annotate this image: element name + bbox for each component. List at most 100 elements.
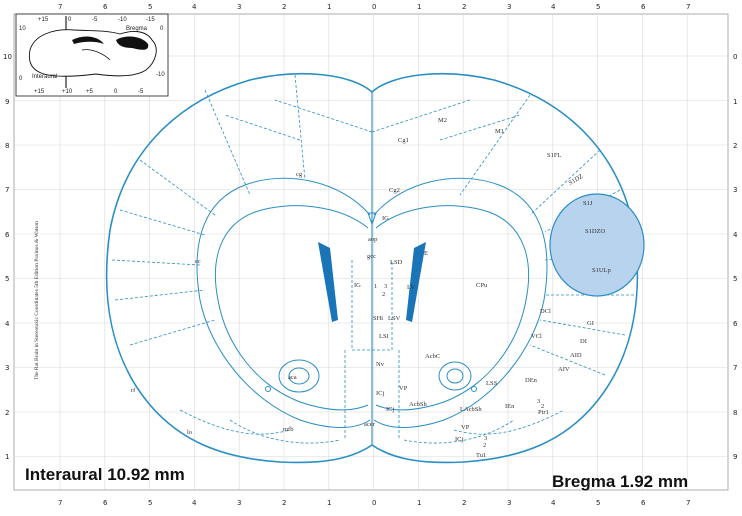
coronal-section [105,72,639,464]
inset-bottom-tick: +5 [86,89,94,95]
left-anterior-commissure [288,367,310,385]
region-label: ICj [455,436,464,443]
top-tick: 2 [282,3,286,11]
inset-corpus-callosum [72,36,104,44]
region-label: 1 [374,283,377,290]
region-label: aca [288,374,297,381]
region-label: DI [580,338,587,345]
subcortical-boundaries [179,260,565,444]
inset-left-tick: 0 [19,76,23,82]
top-tick: 7 [58,3,62,11]
region-label: Tu1 [476,452,486,459]
left-island [265,386,271,392]
region-label: ec [195,258,201,265]
region-label: IEn [505,403,515,410]
inset-cerebellum [116,36,149,50]
region-label: 3 [537,398,540,405]
top-tick: 1 [327,3,331,11]
top-tick: 5 [148,3,152,11]
inset-bottom-tick: -5 [138,89,144,95]
left-tick: 9 [5,98,9,106]
region-label: rf [131,387,136,394]
region-label: ICj [386,406,395,413]
sagittal-inset: +15 0 -5 -10 -15 +15 +10 +5 0 -5 10 0 0 … [15,13,169,97]
region-label: IG [382,215,389,222]
region-label: LSD [390,259,403,266]
top-tick: 4 [551,3,556,11]
right-anterior-commissure-ring [438,361,472,391]
right-tick: 8 [733,409,737,417]
inset-brain-outline [28,29,157,77]
region-label: VP [461,424,470,431]
right-tick: 4 [733,231,738,239]
bottom-tick: 2 [282,499,286,507]
highlighted-region [549,193,645,297]
top-tick: 1 [417,3,421,11]
region-label: S1DZ [568,173,585,187]
bottom-tick: 0 [372,499,376,507]
region-label: acer [364,421,376,428]
top-tick: 3 [507,3,511,11]
side-credit: The Rat Brain in Stereotaxic Coordinates… [34,221,40,380]
region-label: gcc [367,253,376,260]
region-label: LSV [388,315,401,322]
region-label: 2 [483,442,486,449]
region-label: M2 [438,117,447,124]
bottom-ticks: 7 6 5 4 3 2 1 0 1 2 3 4 5 6 7 [58,499,690,507]
inset-top-tick: -5 [92,17,98,23]
region-labels: M2 M1 Cg1 Cg2 S1FL S1DZ S1J S1DZO S1ULp … [131,117,611,459]
inset-right-tick: 0 [160,26,164,32]
left-ticks: 10 9 8 7 6 5 4 3 2 1 [3,53,12,461]
region-label: S1FL [547,152,561,159]
region-label: Cg2 [389,187,400,194]
left-tick: 5 [5,275,9,283]
top-tick: 3 [237,3,241,11]
medial-cortex-boundaries [224,99,521,141]
inset-bregma-label: Bregma [126,26,148,32]
region-label: Cg1 [398,137,409,144]
right-striatum-boundary [375,205,530,411]
inset-top-tick: -15 [146,17,155,23]
region-label: DCl [540,308,551,315]
top-tick: 2 [462,3,466,11]
left-tick: 10 [3,53,12,61]
bottom-tick: 3 [237,499,241,507]
inset-hippocampus [81,49,111,61]
bottom-tick: 1 [417,499,421,507]
region-label: GI [587,320,594,327]
top-tick: 4 [192,3,197,11]
inset-left-tick: 10 [19,26,26,32]
region-label: VP [399,385,408,392]
region-label: 3 [484,435,487,442]
right-white-matter-boundary [373,177,548,428]
top-tick: 6 [641,3,646,11]
inset-top-tick: 0 [68,17,72,23]
region-label: cg [296,171,303,178]
right-lateral-ventricle [406,242,426,322]
right-tick: 0 [733,53,737,61]
left-white-matter-boundary [196,177,371,428]
region-label: S1ULp [592,267,611,274]
right-island [471,386,477,392]
region-label: aop [368,236,377,243]
right-ticks: 0 1 2 3 4 5 6 7 8 9 [733,53,738,461]
bottom-tick: 4 [551,499,556,507]
region-label: S1J [583,200,593,207]
left-striatum-boundary [214,205,369,411]
left-tick: 6 [5,231,10,239]
inset-bottom-tick: +15 [34,89,45,95]
region-label: IG [354,282,361,289]
right-tick: 7 [733,364,737,372]
left-tick: 4 [5,320,10,328]
left-tick: 2 [5,409,9,417]
inset-bottom-tick: 0 [114,89,118,95]
region-label: 2 [382,291,385,298]
region-label: DEn [525,377,538,384]
left-tick: 7 [5,186,9,194]
top-tick: 0 [372,3,376,11]
bottom-tick: 7 [686,499,690,507]
bottom-tick: 5 [596,499,600,507]
bottom-tick: 6 [103,499,108,507]
bottom-tick: 2 [462,499,466,507]
